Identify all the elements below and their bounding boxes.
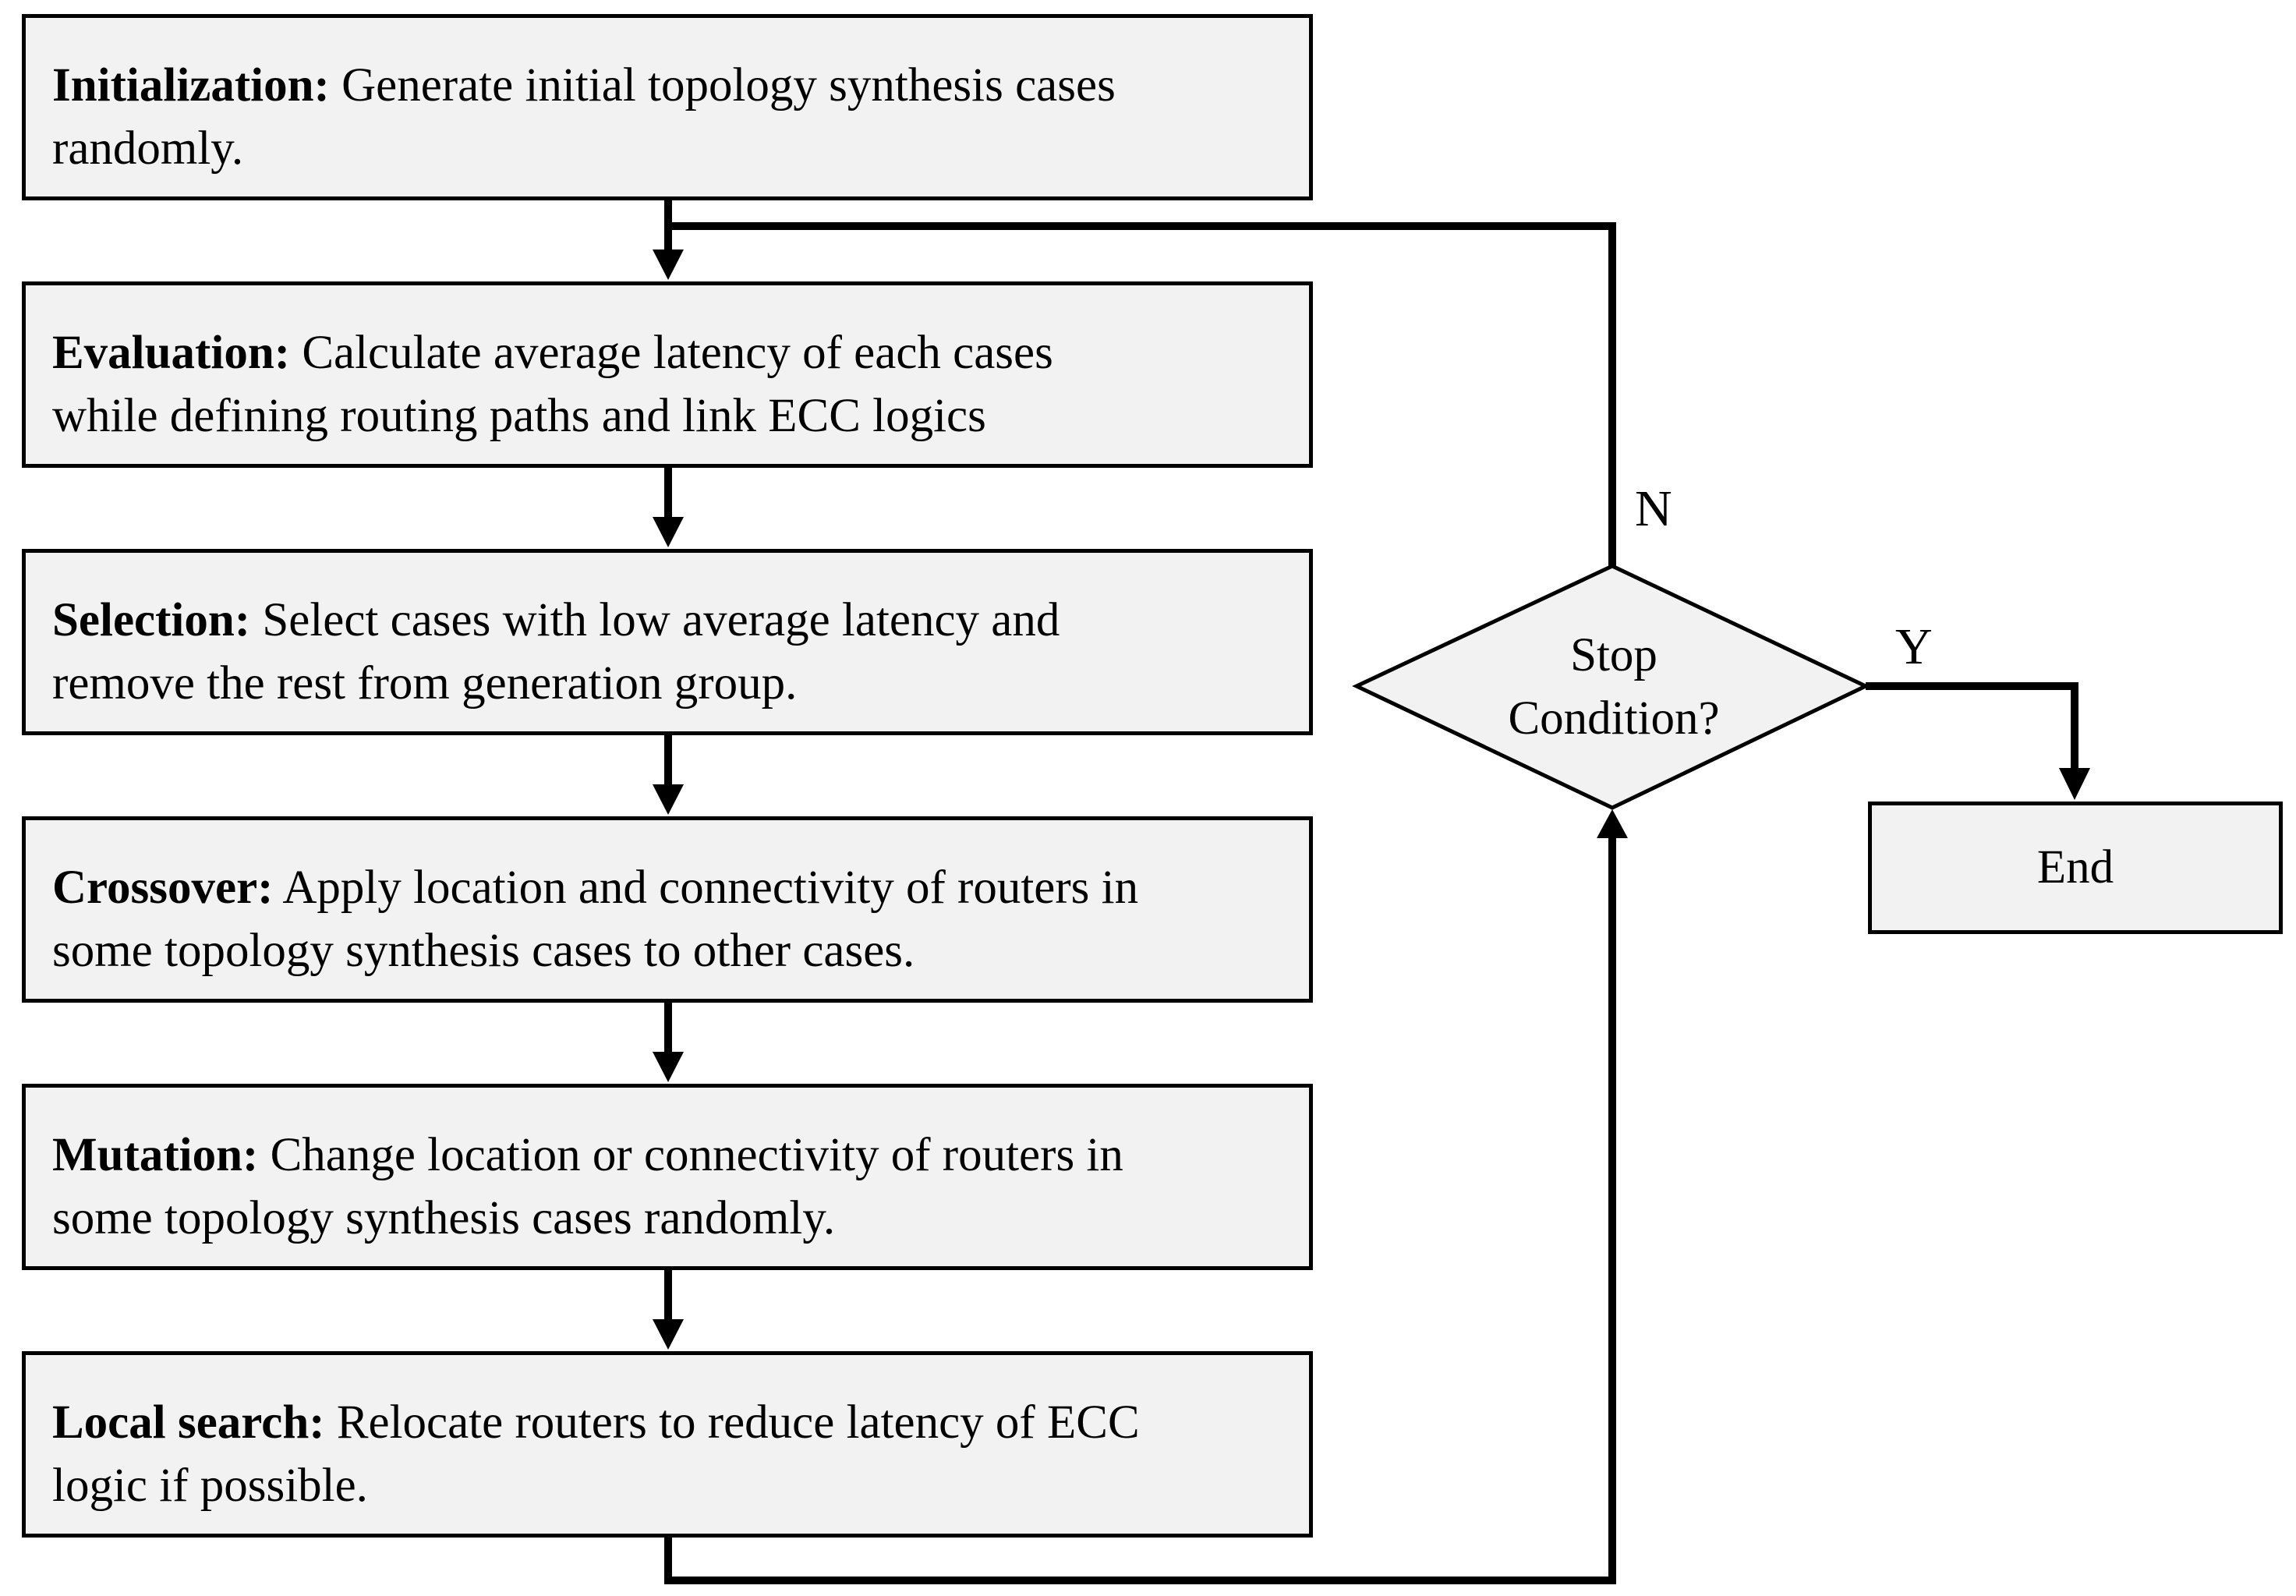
end-terminal: End bbox=[1868, 802, 2283, 934]
step-initialization: Initialization: Generate initial topolog… bbox=[22, 14, 1313, 200]
decision-label-line2: Condition? bbox=[1508, 692, 1720, 745]
yes-branch-path bbox=[1866, 682, 2078, 768]
yes-branch-label: Y bbox=[1895, 618, 1933, 675]
step-text-line1: Generate initial topology synthesis case… bbox=[341, 59, 1116, 111]
step-mutation: Mutation: Change location or connectivit… bbox=[22, 1084, 1313, 1270]
step-title: Local search: bbox=[52, 1396, 325, 1449]
end-label: End bbox=[2036, 841, 2114, 894]
step-text-line2: logic if possible. bbox=[52, 1460, 368, 1512]
decision-label-line1: Stop bbox=[1570, 629, 1657, 681]
step-local-search: Local search: Relocate routers to reduce… bbox=[22, 1351, 1313, 1538]
step-evaluation: Evaluation: Calculate average latency of… bbox=[22, 281, 1313, 468]
step-text-line2: some topology synthesis cases to other c… bbox=[52, 925, 915, 977]
step-text-line1: Calculate average latency of each cases bbox=[302, 327, 1053, 379]
step-title: Initialization: bbox=[52, 59, 330, 111]
step-text-line2: randomly. bbox=[52, 122, 244, 175]
step-title: Crossover: bbox=[52, 862, 274, 914]
step-title: Selection: bbox=[52, 594, 251, 646]
step-selection: Selection: Select cases with low average… bbox=[22, 549, 1313, 735]
step-crossover: Crossover: Apply location and connectivi… bbox=[22, 816, 1313, 1003]
no-branch-label: N bbox=[1635, 480, 1672, 537]
step-text-line1: Change location or connectivity of route… bbox=[270, 1129, 1123, 1181]
step-title: Mutation: bbox=[52, 1129, 259, 1181]
step-text-line1: Select cases with low average latency an… bbox=[262, 594, 1060, 646]
arrowheads bbox=[653, 249, 684, 1350]
step-text-line2: while defining routing paths and link EC… bbox=[52, 390, 986, 442]
decision-label: Stop Condition? bbox=[1357, 624, 1871, 750]
decision-entry-arrowhead bbox=[1597, 809, 1628, 838]
end-entry-arrowhead bbox=[2059, 768, 2090, 800]
box-backgrounds bbox=[22, 14, 2283, 1538]
step-text-line2: remove the rest from generation group. bbox=[52, 657, 798, 710]
step-text-line2: some topology synthesis cases randomly. bbox=[52, 1192, 836, 1244]
step-text-line1: Apply location and connectivity of route… bbox=[282, 862, 1139, 914]
loop-return-path bbox=[664, 838, 1616, 1584]
step-text-line1: Relocate routers to reduce latency of EC… bbox=[336, 1396, 1140, 1449]
decision-diamond bbox=[1352, 564, 1870, 810]
step-title: Evaluation: bbox=[52, 327, 291, 379]
no-branch-path bbox=[668, 222, 1616, 566]
